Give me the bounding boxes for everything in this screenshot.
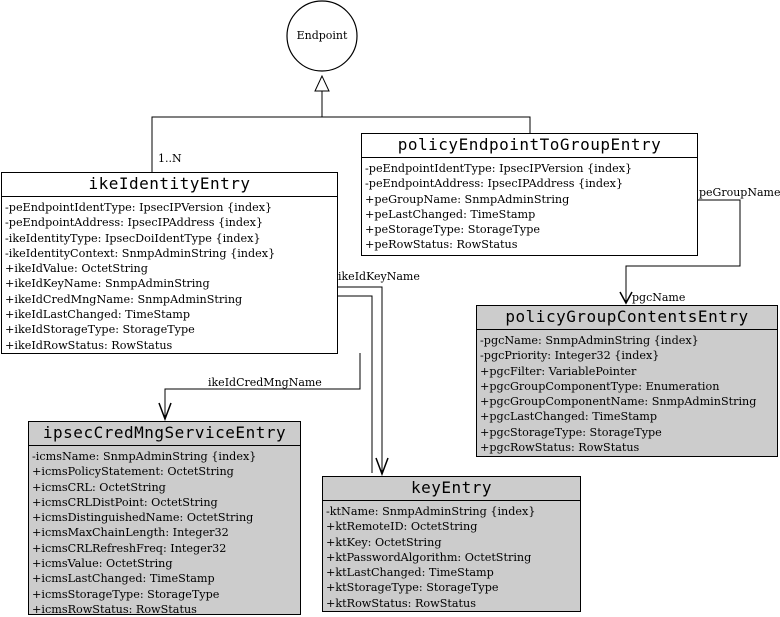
- class-title: ikeIdentityEntry: [2, 173, 337, 197]
- ike-key-name-label: ikeIdKeyName: [338, 270, 420, 283]
- attribute: +pgcGroupComponentName: SnmpAdminString: [480, 395, 757, 409]
- pe-group-name-label: peGroupName: [699, 186, 780, 199]
- class-title: policyGroupContentsEntry: [477, 306, 777, 330]
- attribute: +icmsCRL: OctetString: [32, 480, 166, 494]
- attribute: +peGroupName: SnmpAdminString: [365, 192, 570, 206]
- class-title: keyEntry: [323, 477, 580, 501]
- attribute: +ikeIdLastChanged: TimeStamp: [5, 308, 191, 322]
- attribute: -peEndpointIdentType: IpsecIPVersion {in…: [365, 162, 633, 175]
- class-title: policyEndpointToGroupEntry: [362, 134, 697, 158]
- attribute: -peEndpointAddress: IpsecIPAddress {inde…: [5, 216, 264, 230]
- attribute-list: -icmsName: SnmpAdminString {index} +icms…: [29, 446, 300, 617]
- attribute: +pgcRowStatus: RowStatus: [480, 441, 640, 455]
- attribute: +ikeIdValue: OctetString: [5, 262, 148, 276]
- assoc-ike-key-name-arrowhead: [375, 457, 389, 477]
- attribute: +icmsPolicyStatement: OctetString: [32, 465, 234, 479]
- generalization-line-ike: [151, 91, 323, 172]
- class-key-entry: keyEntry -ktName: SnmpAdminString {index…: [322, 476, 581, 612]
- attribute: +ikeIdCredMngName: SnmpAdminString: [5, 292, 243, 306]
- attribute: +peStorageType: StorageType: [365, 223, 541, 237]
- attribute: -peEndpointAddress: IpsecIPAddress {inde…: [365, 177, 624, 191]
- attribute: +pgcGroupComponentType: Enumeration: [480, 379, 720, 393]
- class-ike-identity-entry: ikeIdentityEntry -peEndpointIdentType: I…: [1, 172, 338, 354]
- class-policy-group-contents-entry: policyGroupContentsEntry -pgcName: SnmpA…: [476, 305, 778, 457]
- attribute: +icmsDistinguishedName: OctetString: [32, 511, 254, 525]
- attribute: +ktLastChanged: TimeStamp: [326, 566, 494, 580]
- attribute: -ikeIdentityContext: SnmpAdminString {in…: [5, 246, 276, 260]
- class-ipsec-cred-mng-service-entry: ipsecCredMngServiceEntry -icmsName: Snmp…: [28, 421, 301, 617]
- class-policy-endpoint-to-group-entry: policyEndpointToGroupEntry -peEndpointId…: [361, 133, 698, 256]
- attribute: +icmsRowStatus: RowStatus: [32, 602, 197, 616]
- assoc-pe-group-name-line: [625, 199, 741, 302]
- assoc-ike-cred-mng-arrowhead: [158, 402, 172, 422]
- pgc-name-label: pgcName: [632, 291, 686, 304]
- attribute: +ikeIdStorageType: StorageType: [5, 323, 195, 337]
- attribute: +peRowStatus: RowStatus: [365, 238, 518, 252]
- attribute: -ikeIdentityType: IpsecDoiIdentType {ind…: [5, 231, 261, 245]
- attribute: +icmsCRLRefreshFreq: Integer32: [32, 541, 227, 555]
- attribute: +icmsValue: OctetString: [32, 557, 173, 571]
- endpoint-label: Endpoint: [296, 29, 348, 42]
- attribute: -icmsName: SnmpAdminString {index}: [32, 450, 257, 463]
- attribute: -ktName: SnmpAdminString {index}: [326, 505, 536, 518]
- attribute: +icmsMaxChainLength: Integer32: [32, 526, 229, 540]
- attribute-list: -peEndpointIdentType: IpsecIPVersion {in…: [2, 197, 337, 353]
- attribute-list: -pgcName: SnmpAdminString {index} -pgcPr…: [477, 330, 777, 455]
- attribute: -peEndpointIdentType: IpsecIPVersion {in…: [5, 201, 273, 214]
- attribute: -pgcName: SnmpAdminString {index}: [480, 334, 699, 347]
- assoc-ike-key-name-line: [337, 286, 383, 473]
- attribute: +ikeIdKeyName: SnmpAdminString: [5, 277, 210, 291]
- attribute: +ktPasswordAlgorithm: OctetString: [326, 550, 532, 564]
- attribute-list: -peEndpointIdentType: IpsecIPVersion {in…: [362, 158, 697, 253]
- attribute: +ktKey: OctetString: [326, 535, 442, 549]
- multiplicity-label: 1..N: [158, 152, 182, 165]
- attribute: +icmsStorageType: StorageType: [32, 587, 220, 601]
- ike-cred-mng-name-label: ikeIdCredMngName: [208, 376, 322, 389]
- attribute: +ktRowStatus: RowStatus: [326, 596, 476, 610]
- attribute: -pgcPriority: Integer32 {index}: [480, 349, 660, 363]
- attribute: +ikeIdRowStatus: RowStatus: [5, 338, 173, 352]
- attribute: +ktRemoteID: OctetString: [326, 520, 478, 534]
- attribute: +pgcLastChanged: TimeStamp: [480, 410, 658, 424]
- attribute-list: -ktName: SnmpAdminString {index} +ktRemo…: [323, 501, 580, 611]
- attribute: +peLastChanged: TimeStamp: [365, 207, 536, 221]
- attribute: +icmsLastChanged: TimeStamp: [32, 572, 215, 586]
- endpoint-circle: [286, 0, 358, 72]
- assoc-pe-group-name-arrowhead: [619, 291, 633, 305]
- assoc-ike-key-name-line-2: [337, 295, 373, 473]
- attribute: +icmsCRLDistPoint: OctetString: [32, 495, 218, 509]
- generalization-line-pe: [322, 116, 531, 133]
- attribute: +pgcFilter: VariablePointer: [480, 364, 637, 378]
- generalization-arrowhead: [314, 74, 330, 92]
- attribute: +ktStorageType: StorageType: [326, 581, 499, 595]
- attribute: +pgcStorageType: StorageType: [480, 425, 662, 439]
- class-title: ipsecCredMngServiceEntry: [29, 422, 300, 446]
- assoc-ike-cred-mng-line: [164, 353, 361, 418]
